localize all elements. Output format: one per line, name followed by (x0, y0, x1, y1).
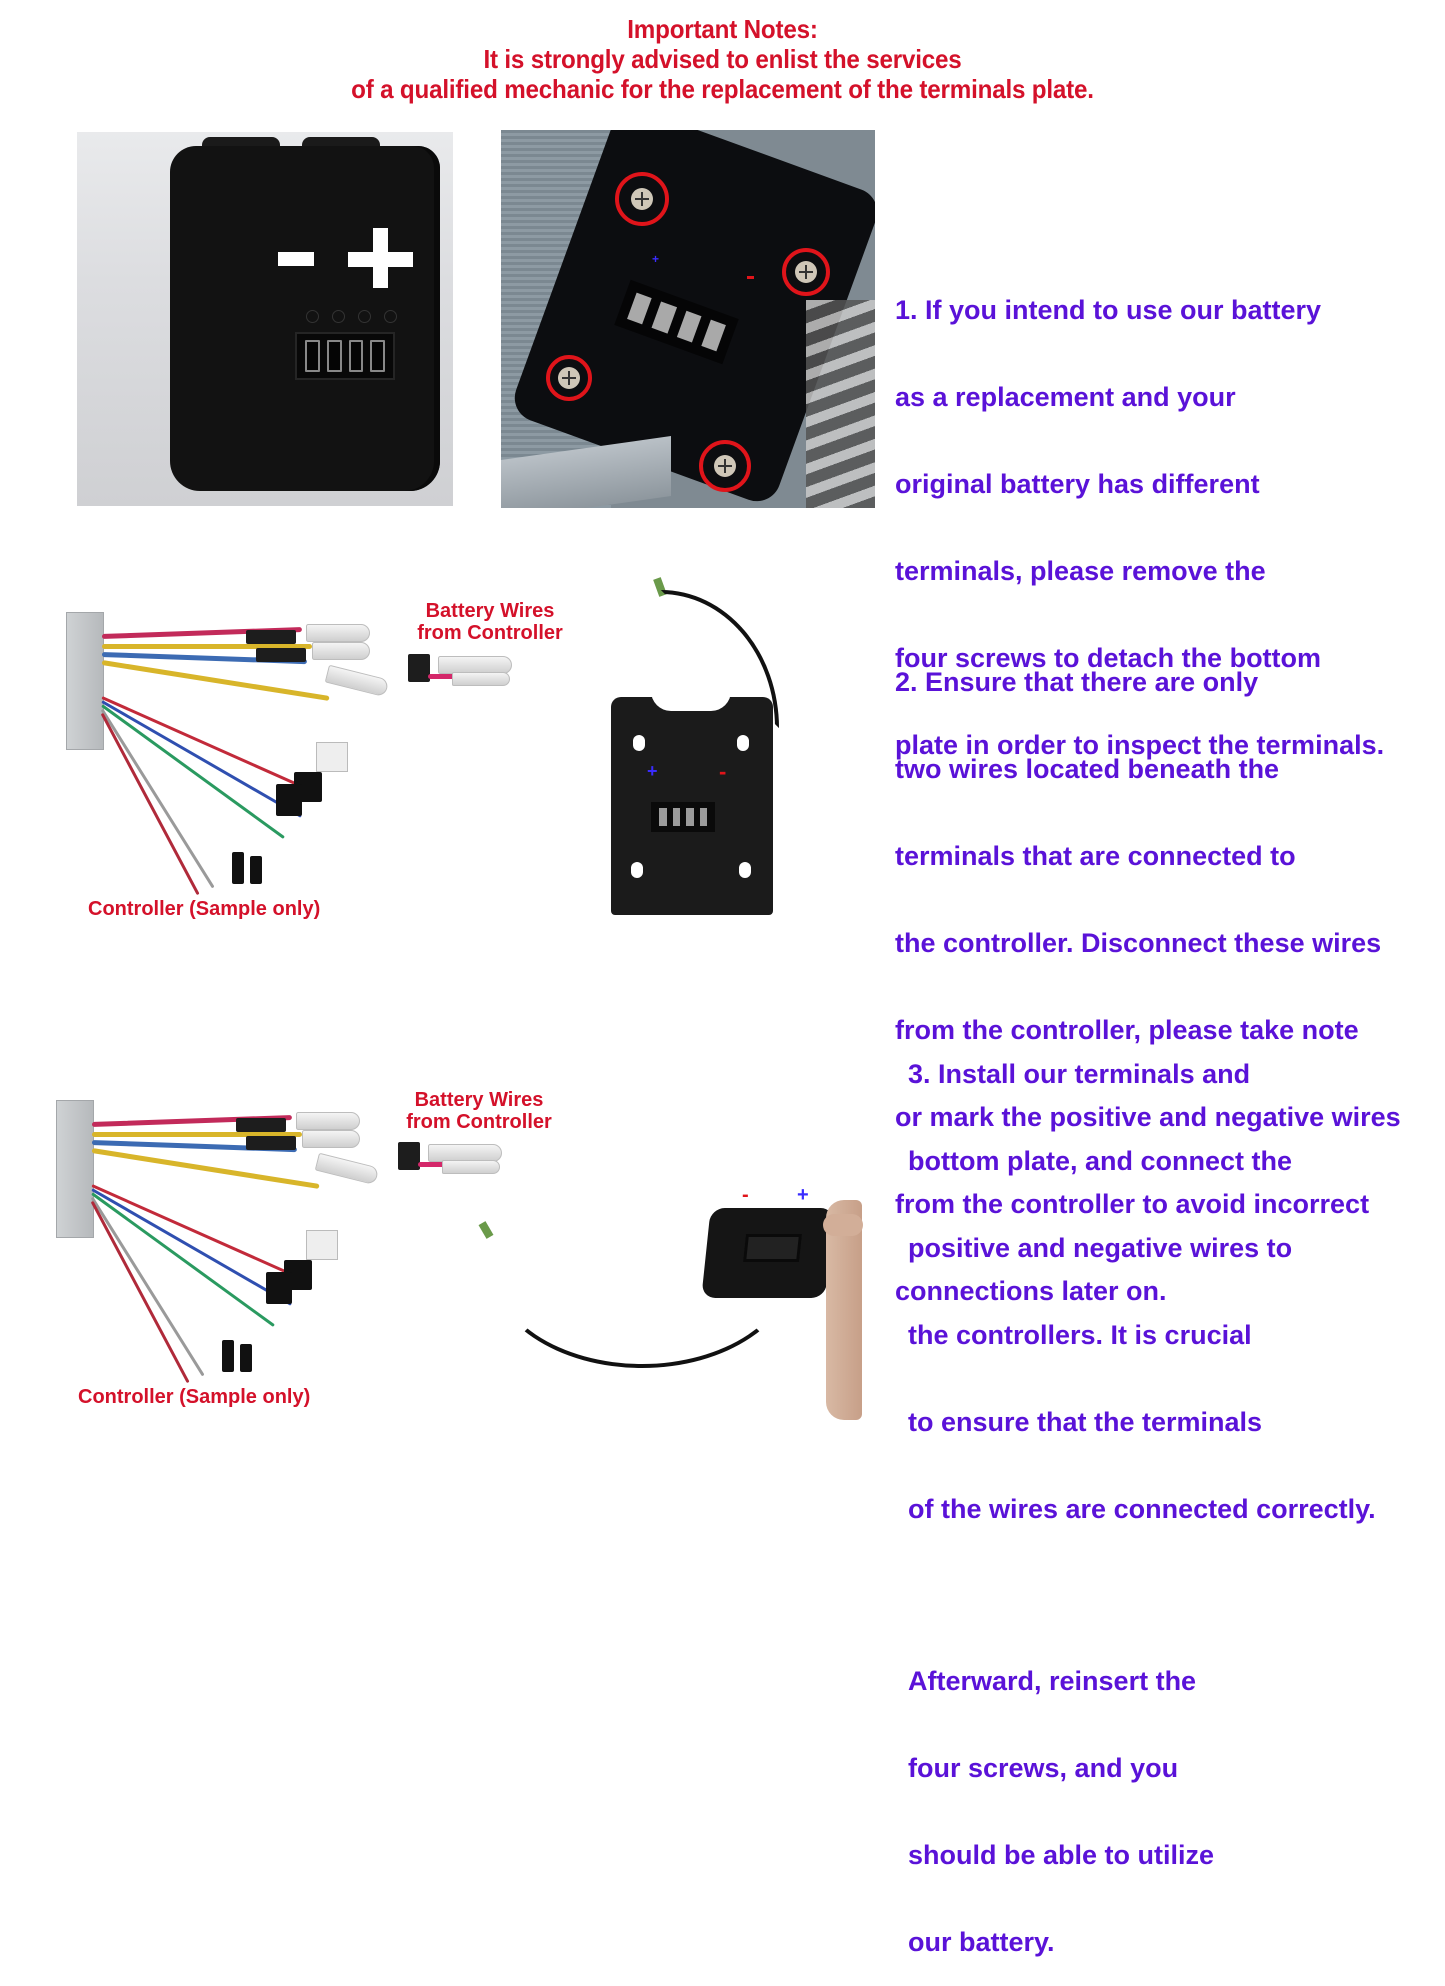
battery-wires-label-step-3: Battery Wires from Controller (394, 1089, 564, 1133)
controller-label-step-2: Controller (Sample only) (88, 898, 321, 920)
step-3-line: bottom plate, and connect the (908, 1146, 1293, 1176)
controller-label-step-3: Controller (Sample only) (78, 1386, 311, 1408)
bullet-connector (324, 664, 390, 698)
bullet-connector (312, 642, 370, 660)
plate-terminals (651, 802, 715, 832)
step-1-line: plate in order to inspect the terminals. (895, 730, 1385, 760)
signal-wire (101, 704, 285, 839)
minus-icon: - (742, 1184, 749, 1206)
notes-title: Important Notes: (627, 14, 818, 44)
label-line: Battery Wires (425, 600, 555, 622)
screw-circle-top (615, 172, 669, 226)
step-1-line: terminals, please remove the (895, 556, 1266, 586)
controller-box (56, 1100, 94, 1238)
minus-icon (747, 276, 754, 279)
step-2-line: terminals that are connected to (895, 841, 1296, 871)
label-line: from Controller (406, 1111, 552, 1133)
black-connector (250, 856, 262, 884)
step-3-line: 3. Install our terminals and (908, 1059, 1251, 1089)
step-2-line: two wires located beneath the (895, 754, 1280, 784)
step-1-line: 1. If you intend to use our battery (895, 295, 1322, 325)
important-notes: Important Notes: It is strongly advised … (51, 14, 1395, 104)
step-3-line: positive and negative wires to (908, 1233, 1293, 1263)
step-3-after-line: should be able to utilize (908, 1840, 1215, 1870)
battery-end-cap (170, 146, 440, 491)
step-1-line: as a replacement and your (895, 382, 1236, 412)
step-2-line: or mark the positive and negative wires (895, 1102, 1401, 1132)
minus-icon (278, 252, 314, 266)
step-1-line: original battery has different (895, 469, 1260, 499)
plus-icon: + (797, 1184, 809, 1206)
step-2-text: 2. Ensure that there are only two wires … (895, 610, 1401, 1335)
battery-end-photo (77, 132, 453, 506)
bike-chain (806, 300, 875, 508)
label-line: Battery Wires (414, 1089, 544, 1111)
step-2-line: from the controller to avoid incorrect (895, 1189, 1370, 1219)
hand (826, 1200, 862, 1420)
plus-icon: + (652, 252, 660, 266)
notes-line-1: It is strongly advised to enlist the ser… (483, 44, 962, 74)
battery-wires-label-step-2: Battery Wires from Controller (405, 600, 575, 644)
step-2-line: the controller. Disconnect these wires (895, 928, 1382, 958)
step-2-line: connections later on. (895, 1276, 1167, 1306)
white-connector (316, 742, 348, 772)
notes-line-2: of a qualified mechanic for the replacem… (351, 74, 1094, 104)
screw-circle-bottom (699, 440, 751, 492)
step-2-line: from the controller, please take note (895, 1015, 1359, 1045)
finger (823, 1214, 863, 1236)
replacement-bottom-plate-in-hand (701, 1208, 835, 1298)
bottom-plate-screws-photo: + (501, 130, 875, 508)
minus-icon: - (719, 759, 727, 784)
step-1-text: 1. If you intend to use our battery as a… (895, 238, 1384, 789)
screw-circle-left (546, 355, 592, 401)
step-3-line: to ensure that the terminals (908, 1407, 1263, 1437)
battery-terminal-slots (295, 332, 395, 380)
wire-yellow-2 (101, 660, 330, 701)
label-line: from Controller (417, 622, 563, 644)
heat-shrink (246, 630, 296, 644)
step-3-after-line: four screws, and you (908, 1753, 1179, 1783)
heat-shrink (256, 648, 306, 662)
signal-wire (101, 696, 322, 797)
controller-box (66, 612, 104, 750)
wire-yellow (102, 644, 312, 649)
black-connector (276, 784, 302, 816)
plate-cable (488, 1160, 796, 1368)
step-1-line: four screws to detach the bottom (895, 643, 1322, 673)
plus-icon-vertical (373, 228, 388, 288)
terminal-markers (306, 310, 397, 323)
step-3-text: 3. Install our terminals and bottom plat… (908, 1002, 1376, 1986)
plus-icon: + (647, 761, 658, 781)
step-3-after-line: Afterward, reinsert the (908, 1666, 1197, 1696)
black-connector (232, 852, 244, 884)
step-2-line: 2. Ensure that there are only (895, 667, 1259, 697)
bullet-connector (306, 624, 370, 642)
step-3-after-line: our battery. (908, 1927, 1055, 1957)
replacement-bottom-plate: + - (611, 691, 773, 915)
step-3-line: of the wires are connected correctly. (908, 1494, 1376, 1524)
screw-circle-right (782, 248, 830, 296)
step-3-line: the controllers. It is crucial (908, 1320, 1252, 1350)
